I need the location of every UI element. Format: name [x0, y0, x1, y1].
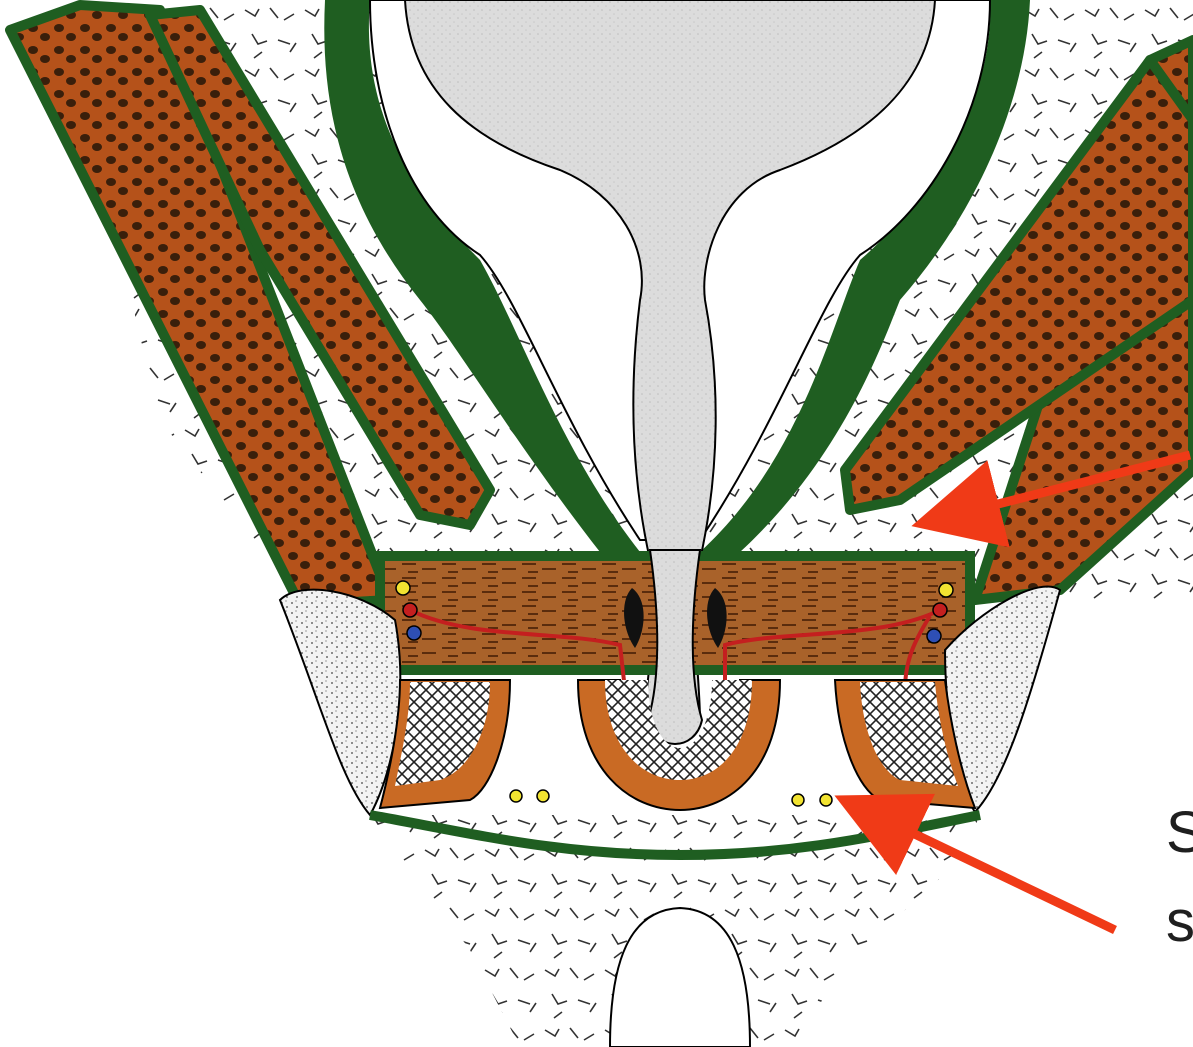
left-artery-dot — [403, 603, 417, 617]
nerve-dot-1 — [510, 790, 522, 802]
left-pubic-bone — [280, 590, 400, 815]
cropped-label-2: s — [1166, 893, 1193, 951]
nerve-dot-2 — [537, 790, 549, 802]
right-artery-dot — [933, 603, 947, 617]
nerve-dot-4 — [820, 794, 832, 806]
right-nerve-dot — [939, 583, 953, 597]
nerve-dot-3 — [792, 794, 804, 806]
right-vein-dot — [927, 629, 941, 643]
cropped-label-1: S — [1166, 804, 1193, 862]
left-nerve-dot — [396, 581, 410, 595]
left-vein-dot — [407, 626, 421, 640]
